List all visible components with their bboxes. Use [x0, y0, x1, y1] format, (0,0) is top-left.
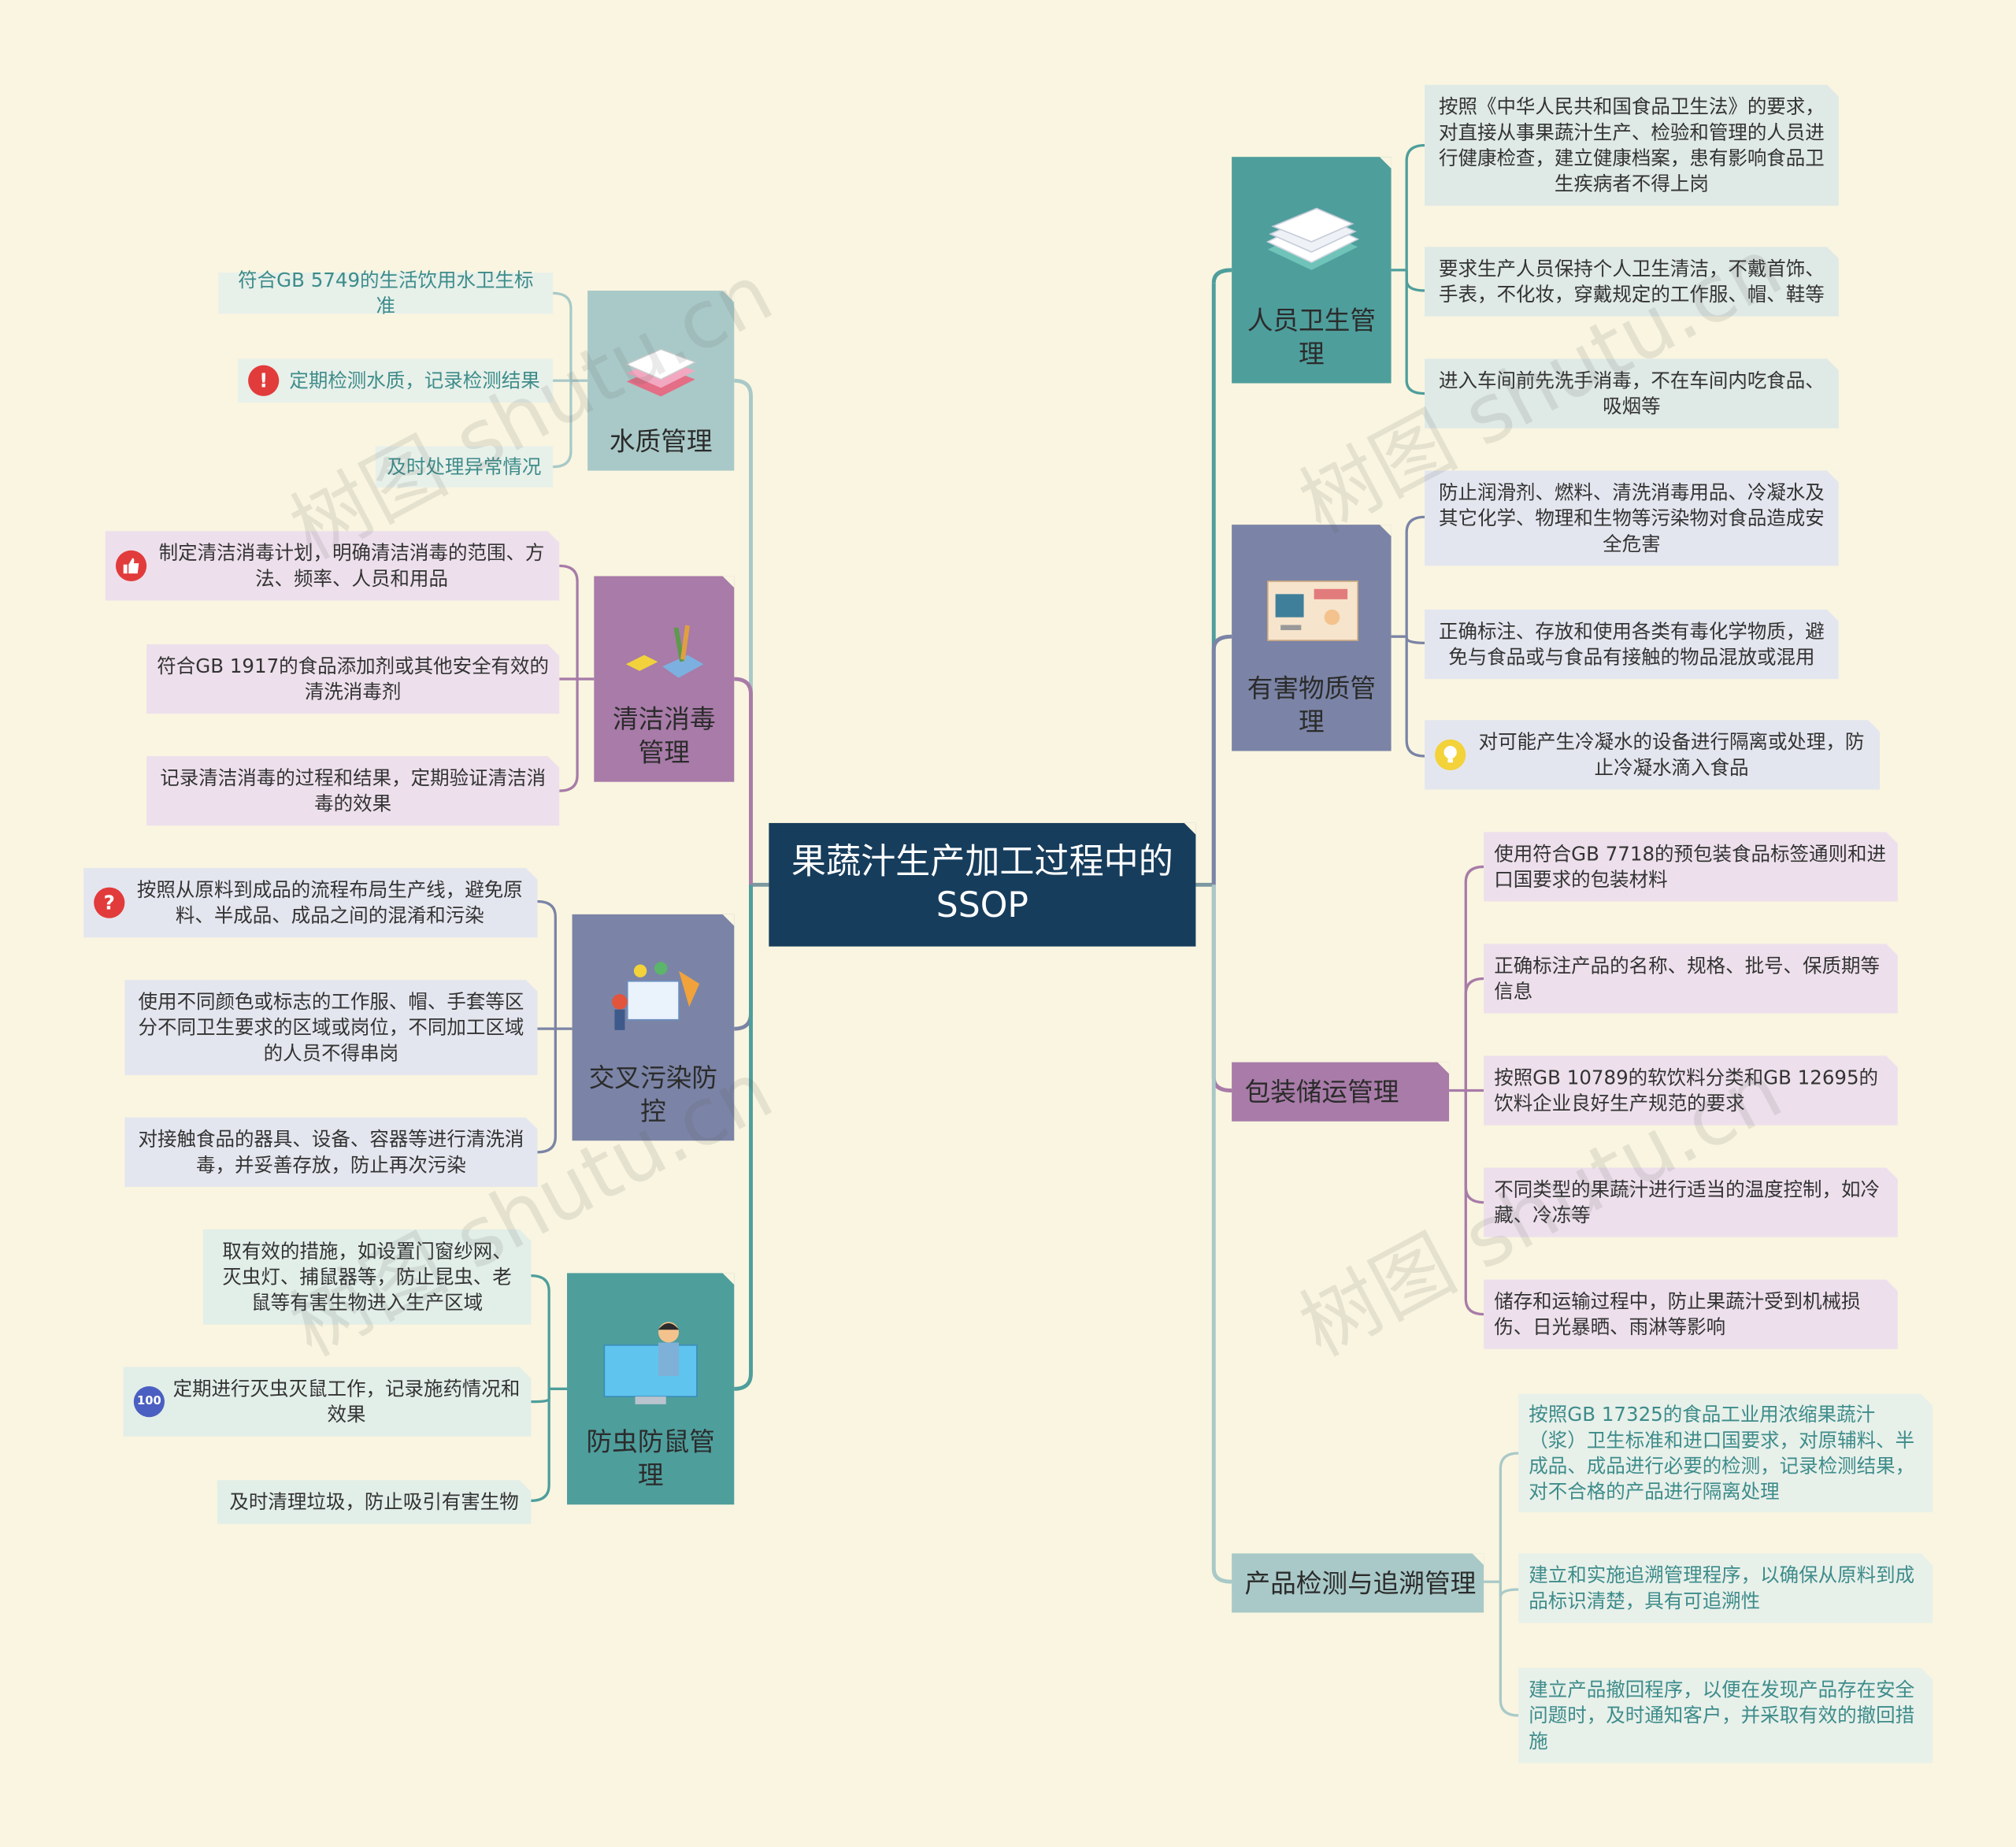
leaf-cleaning-2[interactable]: 符合GB 1917的食品添加剂或其他安全有效的清洗消毒剂: [146, 643, 560, 714]
branch-packaging-label: 包装储运管理: [1244, 1076, 1399, 1107]
leaf-testing-2[interactable]: 建立和实施追溯管理程序，以确保从原料到成品标识清楚，具有可追溯性: [1518, 1553, 1933, 1623]
branch-water[interactable]: 水质管理: [587, 290, 735, 471]
branch-personnel-label: 人员卫生管理: [1247, 304, 1376, 369]
leaf-hazard-2[interactable]: 正确标注、存放和使用各类有毒化学物质，避免与食品或与食品有接触的物品混放或混用: [1425, 609, 1839, 680]
leaf-hazard-3[interactable]: 对可能产生冷凝水的设备进行隔离或处理，防止冷凝水滴入食品: [1425, 720, 1881, 790]
leaf-testing-3[interactable]: 建立产品撤回程序，以便在发现产品存在安全问题时，及时通知客户，并采取有效的撤回措…: [1518, 1667, 1933, 1764]
presenter-icon: [603, 1322, 698, 1404]
score-100-icon: 100: [133, 1386, 165, 1418]
root-title-line1: 果蔬汁生产加工过程中的: [791, 842, 1173, 883]
branch-cleaning-label: 清洁消毒管理: [612, 703, 716, 768]
leaf-pest-1[interactable]: 取有效的措施，如设置门窗纱网、灭虫灯、捕鼠器等，防止昆虫、老鼠等有害生物进入生产…: [202, 1229, 532, 1325]
papers-icon: [1266, 207, 1360, 270]
leaf-packaging-2[interactable]: 正确标注产品的名称、规格、批号、保质期等信息: [1484, 944, 1898, 1014]
leaf-personnel-2[interactable]: 要求生产人员保持个人卫生清洁，不戴首饰、手表，不化妆，穿戴规定的工作服、帽、鞋等: [1425, 247, 1839, 317]
leaf-cleaning-3[interactable]: 记录清洁消毒的过程和结果，定期验证清洁消毒的效果: [146, 756, 560, 826]
desk-icon: [1267, 580, 1358, 641]
branch-cleaning[interactable]: 清洁消毒管理: [594, 576, 735, 782]
lightbulb-icon: [1435, 739, 1466, 770]
books-icon: [624, 348, 697, 397]
leaf-packaging-4[interactable]: 不同类型的果蔬汁进行适当的温度控制，如冷藏、冷冻等: [1484, 1167, 1898, 1237]
leaf-water-3[interactable]: 及时处理异常情况: [375, 446, 554, 488]
leaf-cross-3[interactable]: 对接触食品的器具、设备、容器等进行清洗消毒，并妥善存放，防止再次污染: [124, 1117, 538, 1187]
branch-hazard[interactable]: 有害物质管理: [1232, 525, 1392, 751]
leaf-packaging-1[interactable]: 使用符合GB 7718的预包装食品标签通则和进口国要求的包装材料: [1484, 832, 1898, 902]
leaf-personnel-1[interactable]: 按照《中华人民共和国食品卫生法》的要求，对直接从事果蔬汁生产、检验和管理的人员进…: [1425, 84, 1839, 206]
branch-pest[interactable]: 防虫防鼠管理: [567, 1273, 735, 1505]
branch-water-label: 水质管理: [609, 425, 713, 457]
leaf-water-2[interactable]: ! 定期检测水质，记录检测结果: [238, 358, 554, 403]
leaf-testing-1[interactable]: 按照GB 17325的食品工业用浓缩果蔬汁（浆）卫生标准和进口国要求，对原辅料、…: [1518, 1393, 1933, 1513]
leaf-cross-1[interactable]: ? 按照从原料到成品的流程布局生产线，避免原料、半成品、成品之间的混淆和污染: [83, 868, 538, 938]
branch-pest-label: 防虫防鼠管理: [586, 1426, 715, 1491]
branch-packaging[interactable]: 包装储运管理: [1232, 1062, 1450, 1122]
root-title-line2: SSOP: [936, 885, 1029, 926]
leaf-pest-3[interactable]: 及时清理垃圾，防止吸引有害生物: [217, 1480, 532, 1524]
branch-cross-label: 交叉污染防控: [588, 1062, 718, 1127]
pencils-icon: [624, 625, 703, 678]
question-icon: ?: [94, 887, 125, 918]
exclamation-icon: !: [248, 365, 280, 396]
thumbs-up-icon: [115, 550, 147, 581]
leaf-pest-2[interactable]: 100 定期进行灭虫灭鼠工作，记录施药情况和效果: [123, 1367, 532, 1437]
branch-testing[interactable]: 产品检测与追溯管理: [1232, 1553, 1484, 1613]
leaf-water-1[interactable]: 符合GB 5749的生活饮用水卫生标准: [218, 269, 554, 317]
leaf-cleaning-1[interactable]: 制定清洁消毒计划，明确清洁消毒的范围、方法、频率、人员和用品: [105, 531, 560, 601]
leaf-packaging-3[interactable]: 按照GB 10789的软饮料分类和GB 12695的饮料企业良好生产规范的要求: [1484, 1055, 1898, 1126]
branch-personnel[interactable]: 人员卫生管理: [1232, 157, 1392, 384]
branch-hazard-label: 有害物质管理: [1247, 672, 1376, 737]
branch-testing-label: 产品检测与追溯管理: [1244, 1567, 1477, 1599]
leaf-hazard-1[interactable]: 防止润滑剂、燃料、清洗消毒用品、冷凝水及其它化学、物理和生物等污染物对食品造成安…: [1425, 470, 1839, 566]
workspace-icon: [612, 962, 700, 1030]
leaf-personnel-3[interactable]: 进入车间前先洗手消毒，不在车间内吃食品、吸烟等: [1425, 358, 1839, 428]
leaf-cross-2[interactable]: 使用不同颜色或标志的工作服、帽、手套等区分不同卫生要求的区域或岗位，不同加工区域…: [124, 980, 538, 1075]
branch-cross[interactable]: 交叉污染防控: [572, 914, 735, 1141]
leaf-packaging-5[interactable]: 储存和运输过程中，防止果蔬汁受到机械损伤、日光暴晒、雨淋等影响: [1484, 1279, 1898, 1349]
root-node[interactable]: 果蔬汁生产加工过程中的 SSOP: [769, 822, 1196, 947]
